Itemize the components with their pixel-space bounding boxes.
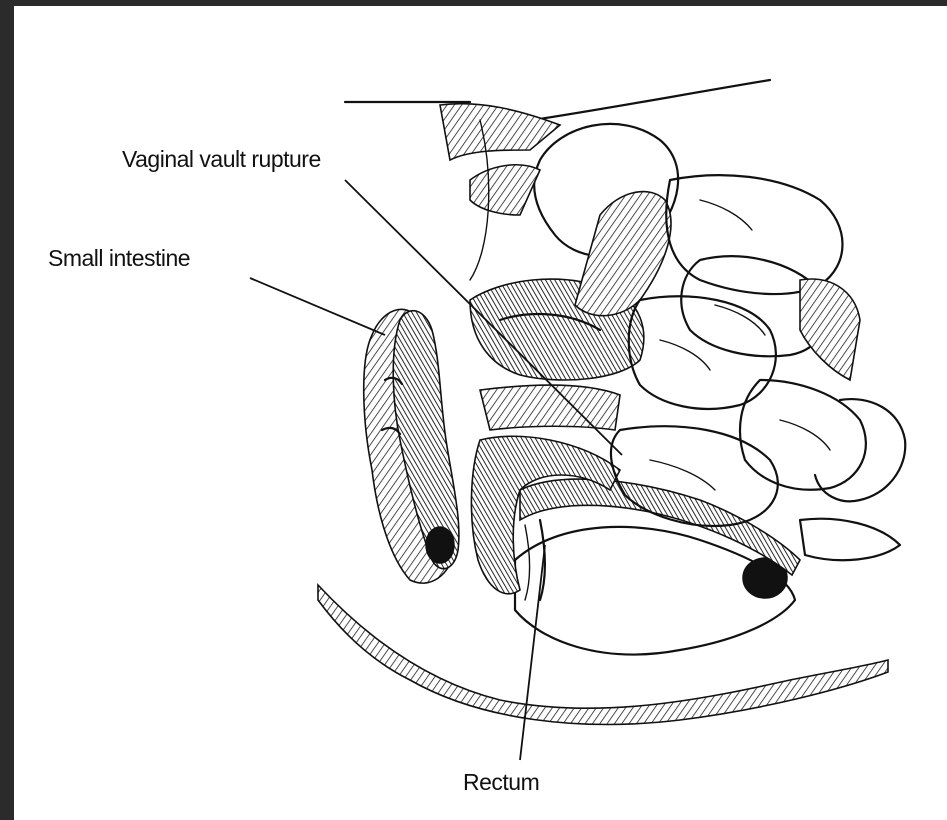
label-small-intestine: Small intestine: [48, 245, 190, 271]
pelvic-floor: [318, 585, 888, 724]
label-rectum: Rectum: [463, 769, 539, 795]
label-vaginal-vault-rupture: Vaginal vault rupture: [122, 146, 321, 172]
rectum-leader: [520, 545, 545, 760]
small-intestine-left-loops: [364, 309, 459, 583]
small-intestine-leader: [250, 278, 385, 335]
bladder-region: [515, 479, 800, 654]
rectum-structure: [471, 436, 620, 600]
